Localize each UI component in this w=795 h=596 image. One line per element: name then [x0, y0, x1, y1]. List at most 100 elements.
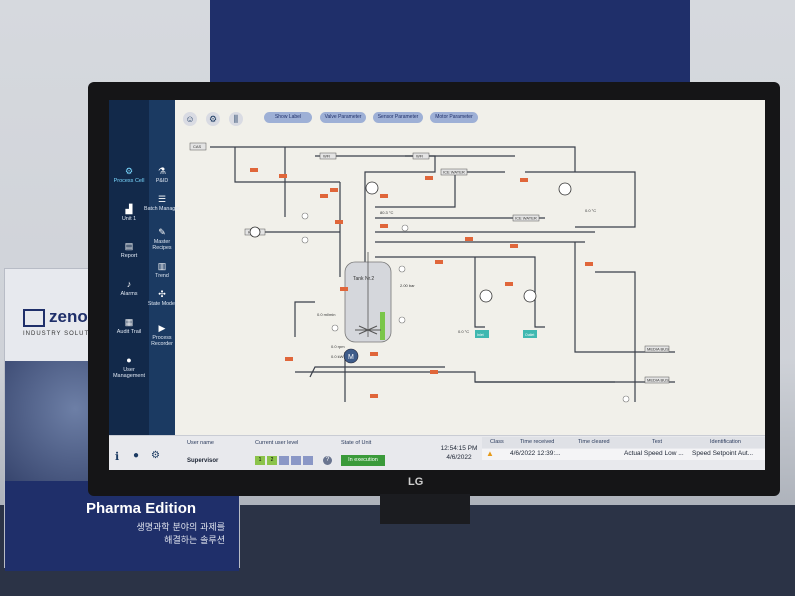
- nav-label: Process Cell: [113, 178, 145, 184]
- valve-tag[interactable]: [285, 357, 293, 361]
- nav-label: Alarms: [120, 291, 138, 297]
- nav-batch-manager[interactable]: ☰ Batch Manager: [144, 194, 180, 212]
- valve-tag[interactable]: [430, 370, 438, 374]
- valve-tag[interactable]: [425, 176, 433, 180]
- valve-tag[interactable]: [505, 282, 513, 286]
- nav-pid[interactable]: ⚗ P&ID: [144, 166, 180, 184]
- valve-tag[interactable]: [380, 194, 388, 198]
- user-name-value: Supervisor: [187, 458, 219, 464]
- gear-icon[interactable]: ⚙: [151, 450, 160, 461]
- nav-state-model[interactable]: ✣ State Model: [144, 289, 180, 307]
- state-label: State of Unit: [341, 440, 372, 446]
- cas-label: CAS: [193, 144, 202, 149]
- col-text: Text: [652, 439, 663, 445]
- valve-tag[interactable]: [370, 394, 378, 398]
- nav-label: Audit Trail: [116, 329, 142, 335]
- alarm-text: Actual Speed Low ...: [624, 450, 684, 457]
- monitor-brand-logo: LG: [408, 476, 424, 488]
- alarm-row[interactable]: ▲ 4/6/2022 12:39:... Actual Speed Low ..…: [482, 449, 765, 460]
- motor-label: M: [348, 354, 354, 361]
- nav-label: User Management: [112, 367, 146, 379]
- valve-tag[interactable]: [370, 352, 378, 356]
- cas-box: [189, 142, 207, 151]
- sensor[interactable]: [398, 265, 406, 273]
- speed-label: 0.0 rpm: [331, 344, 345, 349]
- nav-user-management[interactable]: ● User Management: [109, 355, 149, 379]
- valve-tag[interactable]: [335, 220, 343, 224]
- gear-icon[interactable]: ⚙: [206, 112, 220, 126]
- sensor[interactable]: [301, 236, 309, 244]
- nav-process-cell[interactable]: ⚙ Process Cell: [109, 166, 149, 184]
- wfi1-box: [319, 152, 337, 160]
- pipe-media: [574, 242, 675, 353]
- nav-alarms[interactable]: ♪ Alarms: [109, 279, 149, 297]
- show-label-button[interactable]: Show Label: [264, 112, 312, 123]
- primary-sidebar: [109, 100, 149, 435]
- pump-a[interactable]: [479, 289, 493, 303]
- user-name-label: User name: [187, 440, 214, 446]
- valve-parameter-button[interactable]: Valve Parameter: [320, 112, 366, 123]
- motor-parameter-button[interactable]: Motor Parameter: [430, 112, 478, 123]
- inlet-box[interactable]: [475, 330, 489, 338]
- user-level-label: Current user level: [255, 440, 299, 446]
- sensor[interactable]: [331, 324, 339, 332]
- nav-unit-1[interactable]: ▟ Unit 1: [109, 204, 149, 222]
- pumps: [479, 289, 537, 303]
- pid-diagram: CAS WFI WFI ICE WATER ICE WATER HEAT 80.…: [189, 142, 675, 403]
- valve-tag[interactable]: [340, 287, 348, 291]
- ice-water-mid-label: ICE WATER: [515, 216, 537, 221]
- sensor[interactable]: [301, 212, 309, 220]
- clock: 12:54:15 PM 4/6/2022: [439, 444, 479, 462]
- valve-tag[interactable]: [520, 178, 528, 182]
- nav-audit-trail[interactable]: ▦ Audit Trail: [109, 317, 149, 335]
- nav-process-recorder[interactable]: ▶ Process Recorder: [144, 323, 180, 347]
- outlet-box[interactable]: [523, 330, 537, 338]
- sensor[interactable]: [401, 224, 409, 232]
- user-icon[interactable]: ●: [133, 450, 140, 461]
- banner-korean-line1: 생명과학 분야의 과제를: [136, 523, 225, 533]
- valve-tag[interactable]: [330, 188, 338, 192]
- wfi1-label: WFI: [323, 154, 330, 159]
- recipe-icon: ✎: [158, 227, 166, 237]
- valve-tag[interactable]: [435, 260, 443, 264]
- pump-b[interactable]: [523, 289, 537, 303]
- valve-tag[interactable]: [279, 174, 287, 178]
- nav-trend[interactable]: ▥ Trend: [144, 261, 180, 279]
- ice-water-top-label: ICE WATER: [443, 170, 465, 175]
- bar-chart-icon: ▟: [125, 204, 133, 214]
- bell-icon: ♪: [126, 279, 132, 289]
- col-identification: Identification: [710, 439, 741, 445]
- sensor[interactable]: [622, 395, 630, 403]
- nav-label: State Model: [147, 301, 177, 307]
- valve-tag[interactable]: [250, 168, 258, 172]
- valve-tag[interactable]: [465, 237, 473, 241]
- motor[interactable]: M: [343, 348, 359, 364]
- sensor-parameter-button[interactable]: Sensor Parameter: [373, 112, 423, 123]
- valve-tag[interactable]: [320, 194, 328, 198]
- flask-icon: ⚗: [157, 166, 167, 176]
- sliders-icon: ☰: [157, 194, 167, 204]
- nav-master-recipes[interactable]: ✎ Master Recipes: [144, 227, 180, 251]
- tank-nr2[interactable]: Tank Nr.2: [344, 252, 392, 343]
- pipe-pump-a: [474, 257, 485, 328]
- alarm-time-received: 4/6/2022 12:39:...: [510, 450, 561, 457]
- pipe-left: [294, 301, 315, 337]
- hx-left[interactable]: [365, 181, 379, 195]
- pipe-a: [234, 147, 340, 183]
- hx-heat[interactable]: [249, 226, 261, 238]
- sliders-icon[interactable]: ⫼: [229, 112, 243, 126]
- status-bar: ℹ ● ⚙ User name Supervisor Current user …: [109, 435, 765, 470]
- banner-subtitle: INDUSTRY SOLUTIONS: [23, 331, 108, 337]
- pipe-bottom2: [295, 371, 615, 383]
- valve-tag[interactable]: [380, 224, 388, 228]
- nav-report[interactable]: ▤ Report: [109, 241, 149, 259]
- valve-tag[interactable]: [510, 244, 518, 248]
- robot-icon[interactable]: ☺: [183, 112, 197, 126]
- hx-right[interactable]: [558, 182, 572, 196]
- monitor-stand: [380, 494, 470, 524]
- valve-tag[interactable]: [585, 262, 593, 266]
- info-icon[interactable]: ℹ: [115, 451, 120, 463]
- sensor[interactable]: [398, 316, 406, 324]
- help-icon[interactable]: ?: [323, 456, 332, 465]
- agitator-blades: [355, 325, 381, 335]
